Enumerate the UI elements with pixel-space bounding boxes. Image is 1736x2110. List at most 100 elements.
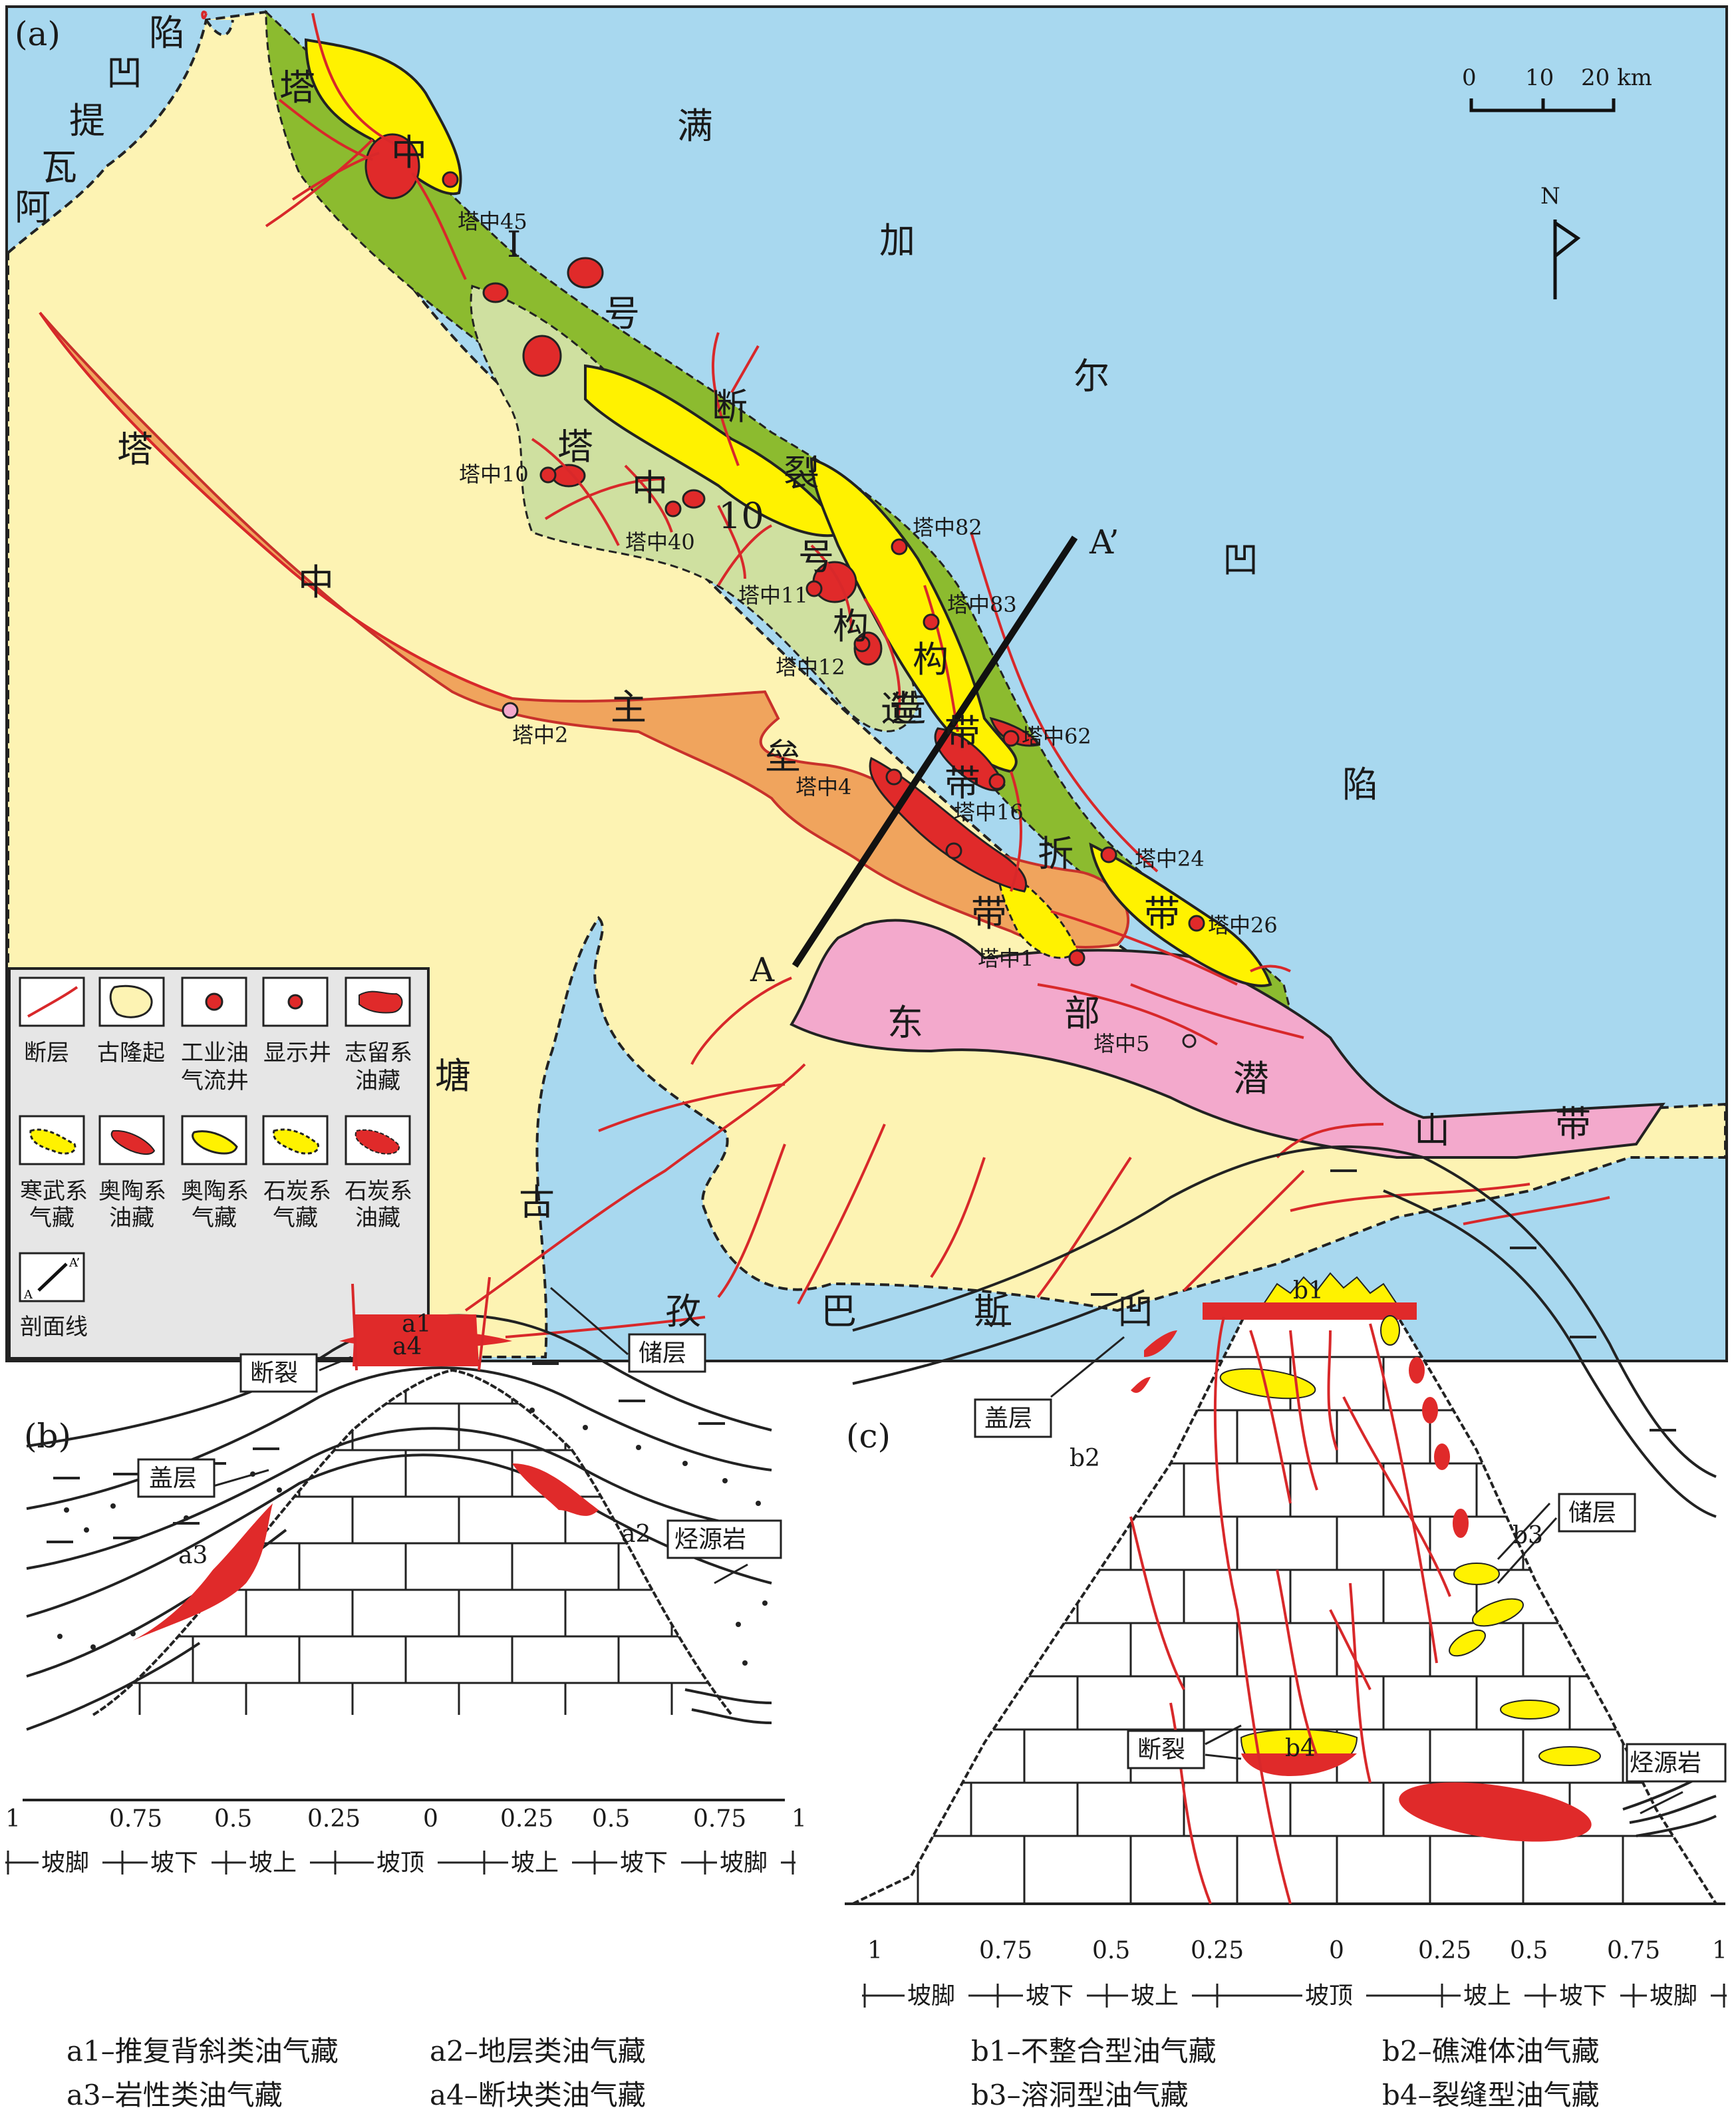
industrial-well[interactable] [853, 635, 871, 653]
well-label: 塔中45 [458, 209, 527, 234]
fault [265, 138, 374, 227]
axis-tick-c: 0.5 [1092, 1937, 1130, 1964]
legend-label: 志留系 [345, 1040, 412, 1066]
industrial-well[interactable] [945, 842, 962, 859]
paleo-uplift-icon [109, 984, 153, 1018]
cambrian-gas-icon [29, 1128, 76, 1155]
industrial-well[interactable] [805, 580, 823, 597]
section-line-aa [792, 535, 1078, 968]
tz1-char: 构 [913, 639, 948, 680]
fault-label-b: 断裂 [250, 1360, 298, 1387]
axis-tick-b: 0 [423, 1805, 438, 1833]
source-label-c: 烃源岩 [1630, 1749, 1701, 1777]
north-arrow-flag [1554, 221, 1581, 257]
industrial-well[interactable] [1188, 915, 1205, 932]
trap-label-a4: a4 [392, 1333, 422, 1360]
ordovician-oil-icon [110, 1130, 156, 1155]
trap-a3 [133, 1503, 273, 1640]
industrial-well[interactable] [539, 466, 557, 484]
fault [39, 311, 513, 700]
east-hill-char: 带 [1555, 1103, 1591, 1145]
basin-labels: 阿 瓦 提 凹 陷 满 加 尔 凹 陷 塘 古 孜 巴 斯 凹 陷 [15, 12, 1378, 1346]
zone-label-b: 坡上 [249, 1849, 297, 1877]
legend-label: 显示井 [263, 1040, 331, 1066]
panel-label-c: (c) [846, 1417, 891, 1455]
axis-b: 1 0.75 0.5 0.25 0 0.25 0.5 0.75 1 [5, 1805, 807, 1877]
tz10-char: 带 [944, 712, 980, 754]
industrial-well[interactable] [891, 538, 908, 555]
slope-char: 带 [1144, 893, 1180, 935]
axis-c: 1 0.75 0.5 0.25 0 0.25 0.5 0.75 1 [862, 1937, 1727, 2010]
show-well[interactable] [1182, 1034, 1197, 1048]
fault [930, 1157, 986, 1279]
tz1-char: 裂 [784, 452, 819, 494]
labels-b: 盖层 断裂 储层 烃源岩 [137, 1286, 782, 1584]
legend-label: 气藏 [192, 1205, 237, 1231]
axis-tick-b: 0.5 [214, 1805, 252, 1833]
tz1-char: 号 [604, 293, 640, 335]
fault [797, 1124, 886, 1304]
industrial-well[interactable] [988, 773, 1006, 790]
well-label: 塔中4 [796, 774, 851, 800]
fault [464, 1063, 806, 1312]
fault [624, 464, 673, 533]
industrial-well[interactable] [923, 613, 940, 631]
section-b-panel: (b) [5, 1277, 807, 2110]
carboniferous-gas-icon [272, 1128, 319, 1155]
industrial-well[interactable] [1002, 730, 1020, 747]
horst-char: 塔 [117, 428, 153, 470]
faults-c [1129, 1316, 1451, 1904]
axis-tick-c: 0.25 [1191, 1937, 1244, 1964]
section-line-icon [37, 1263, 68, 1292]
tanggu-char: 斯 [974, 1290, 1010, 1332]
map-panel: A A’ (a) 0 10 20 km N 阿 瓦 提 凹 陷 满 加 尔 凹 [5, 5, 1728, 1362]
section-end-a-prime: A’ [1089, 523, 1119, 561]
tz10-char: 10 [718, 495, 764, 537]
tz10-char: 塔 [557, 426, 593, 468]
axis-tick-c: 1 [1712, 1937, 1727, 1964]
zone-label-c: 坡脚 [907, 1982, 955, 2010]
zone-label-b: 坡下 [620, 1849, 668, 1877]
zone-label-b: 坡脚 [41, 1849, 89, 1877]
well-label: 塔中16 [954, 800, 1024, 825]
fault [201, 11, 208, 19]
tanggu-char: 塘 [435, 1055, 471, 1097]
well-label: 塔中11 [738, 583, 808, 608]
legend-label: 油藏 [355, 1068, 400, 1094]
carboniferous-oil-icon [355, 1129, 400, 1155]
show-well[interactable] [502, 702, 519, 719]
industrial-well[interactable] [885, 768, 903, 786]
fault [717, 524, 772, 587]
legend-label: 奥陶系 [98, 1178, 166, 1205]
axis-tick-c: 0 [1329, 1937, 1344, 1964]
legend-label: 石炭系 [263, 1178, 331, 1205]
fault [863, 597, 901, 719]
axis-tick-b: 1 [5, 1805, 21, 1833]
source-label-b: 烃源岩 [674, 1526, 746, 1553]
oil-pool [364, 133, 420, 200]
legend-label: 油藏 [109, 1205, 154, 1231]
industrial-well[interactable] [1100, 846, 1117, 863]
horst-char: 带 [971, 893, 1007, 935]
tz1-char: 断 [712, 386, 748, 428]
legend-label: 工业油 [181, 1040, 249, 1066]
traps-b [133, 1314, 599, 1640]
fault [1010, 771, 1022, 892]
industrial-well[interactable] [664, 500, 682, 518]
industrial-well[interactable] [442, 171, 459, 188]
caption-a1: a1–推复背斜类油气藏 [67, 2035, 339, 2067]
tanggu-char: 凹 [1117, 1290, 1153, 1332]
panel-label-a: (a) [15, 15, 61, 53]
industrial-well[interactable] [1068, 949, 1085, 967]
awati-char: 提 [69, 100, 105, 142]
zone-label-c: 坡脚 [1650, 1982, 1697, 2010]
oil-pool [567, 257, 604, 289]
legend-label: 油藏 [355, 1205, 400, 1231]
axis-tick-b: 0.75 [109, 1805, 162, 1833]
manjiaer-char: 加 [879, 220, 915, 261]
cap-label-c: 盖层 [984, 1405, 1032, 1432]
fault [411, 172, 467, 280]
trap-b3-vugs [1380, 1315, 1601, 1766]
fault [1463, 1196, 1610, 1225]
tz10-char: 造 [890, 688, 926, 730]
